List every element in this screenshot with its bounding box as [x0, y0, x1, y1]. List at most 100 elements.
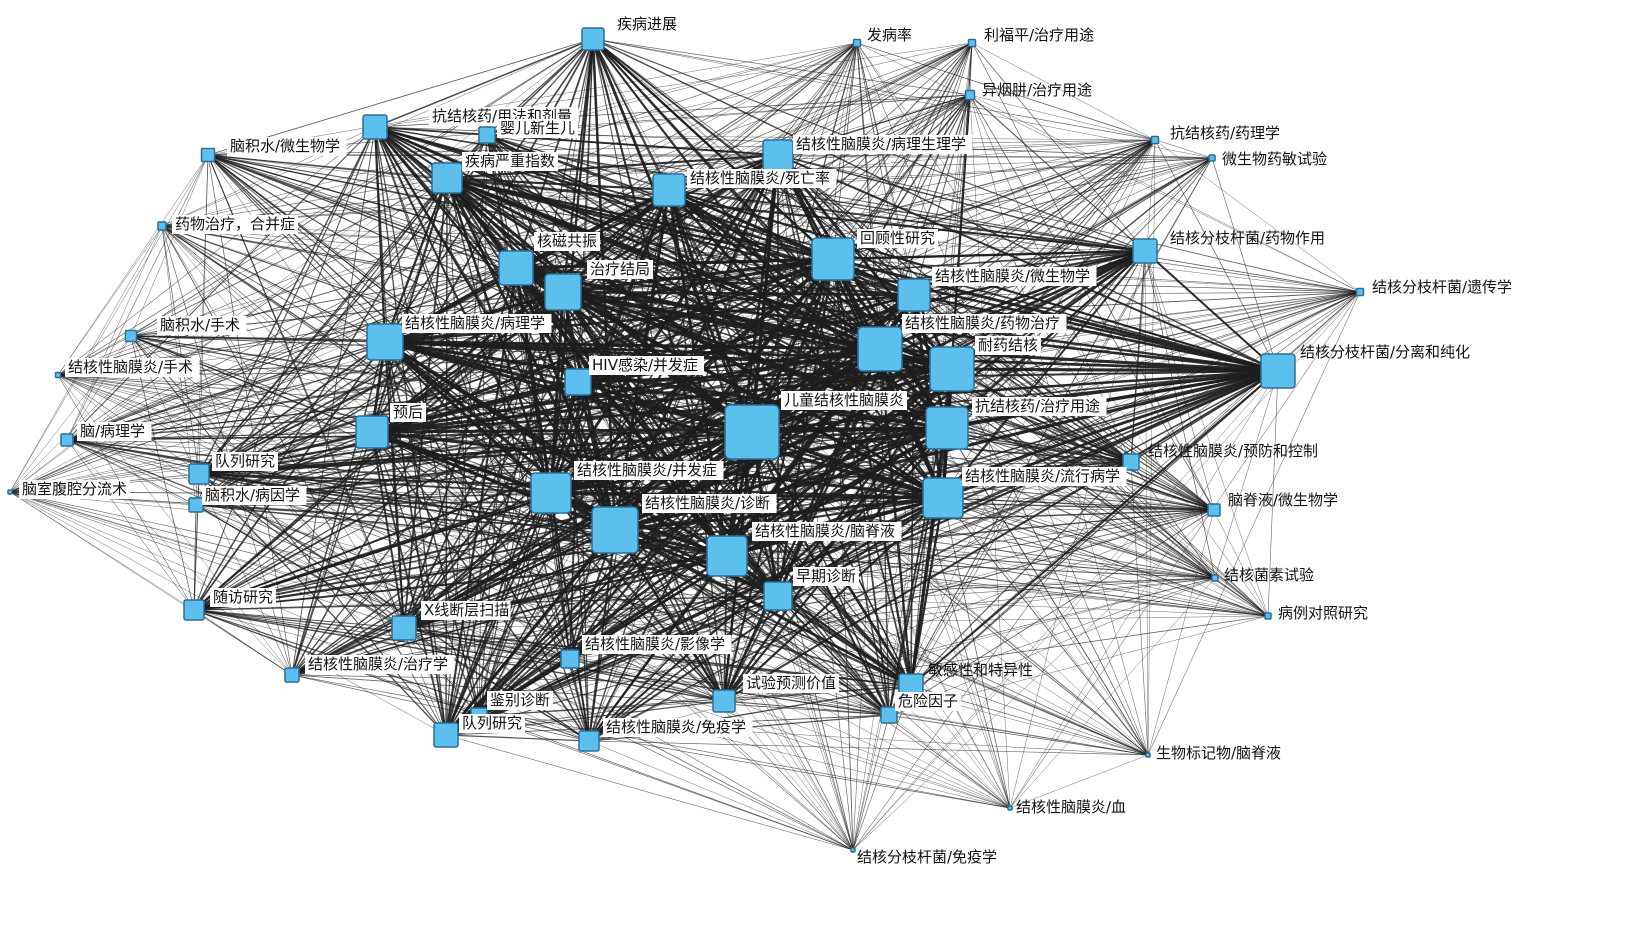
node-yexs	[478, 126, 496, 144]
node-jhfl	[1260, 353, 1296, 389]
edge-zqzd-wxyz	[777, 595, 890, 716]
node-nyjh	[929, 346, 975, 392]
node-blzd	[1264, 612, 1272, 620]
edge-nbl-jhzl	[66, 439, 293, 676]
edge-zqzd-blzd	[777, 595, 1269, 617]
edge-dlyj2-jhmy	[445, 734, 590, 742]
edge-jbzd-jhmyx	[478, 715, 854, 851]
edge-zqzd-jhmyx	[777, 595, 854, 851]
node-sfyj	[183, 599, 205, 621]
edge-mgx-jhmyx	[852, 685, 912, 851]
label-bg-ywzl	[172, 215, 298, 234]
node-yh	[355, 415, 389, 449]
edge-zljj-jbzd	[478, 291, 564, 717]
edge-sjyc-wxyz	[723, 700, 890, 716]
label-bg-jhws	[932, 267, 1097, 286]
edge-jhzl-jhxue	[291, 674, 1011, 809]
label-bg-jbyz	[462, 152, 558, 171]
edge-jhyf-njyws	[1130, 461, 1215, 511]
edge-sfyj-jhzl	[193, 609, 293, 676]
edge-sfyj-jhyx	[193, 609, 571, 660]
edge-jhnjy-jhjs	[726, 555, 1216, 579]
edge-njswsw-dlyj	[198, 154, 209, 475]
edge-nyjh-njyws	[951, 368, 1215, 511]
edge-sjyc-jbzd	[478, 700, 725, 717]
edge-jbyz-njsss	[130, 177, 448, 337]
edge-jhss-kjhzl	[57, 374, 948, 429]
label-bg-njsby	[202, 486, 307, 505]
label-xsm: X线断层扫描	[424, 601, 509, 619]
edge-yyj-njyws	[969, 94, 1215, 511]
edge-jhnjy-wxyz	[726, 555, 890, 716]
label-bg-jbzd	[487, 691, 553, 710]
edge-jbjz-jhyf	[592, 38, 1132, 463]
label-jhmyx: 结核分枝杆菌/免疫学	[857, 848, 997, 866]
label-bg-zqzd	[793, 567, 859, 586]
edge-yyj-jbzd	[478, 94, 971, 717]
labels-layer: 疾病进展发病率利福平/治疗用途异烟肼/治疗用途抗结核药/用法和剂量婴儿新生儿脑积…	[19, 15, 1512, 866]
edge-jbjz-jhbll	[384, 38, 594, 343]
edge-jbzd-jhxue	[478, 715, 1011, 809]
edge-njswsw-jhzl	[207, 154, 293, 676]
edge-jhlx-jhzd	[613, 496, 945, 532]
edge-yyj-kjhyl	[969, 94, 1156, 141]
label-sjyc: 试验预测价值	[746, 674, 836, 692]
edge-zqzd-sjyc	[723, 595, 779, 702]
edge-njswsw-njsss	[130, 154, 209, 337]
label-jhzd: 结核性脑膜炎/诊断	[645, 494, 770, 512]
node-hcgz	[498, 250, 534, 286]
label-yyj: 异烟肼/治疗用途	[982, 81, 1092, 99]
edge-jhfzy-jhxue	[1009, 250, 1146, 809]
label-bg-jhnjy	[752, 522, 902, 541]
edge-nsfl-jhyx	[9, 491, 571, 660]
node-wxyz	[880, 706, 898, 724]
edge-fbl-zljj	[562, 42, 858, 293]
edge-xsm-jhmy	[403, 627, 590, 742]
edge-jhsw-nbl	[66, 189, 670, 441]
edge-ywzl-xsm	[161, 225, 405, 629]
node-xsm	[391, 615, 417, 641]
edge-sfyj-swbj	[193, 609, 1149, 756]
label-jhjs: 结核菌素试验	[1224, 566, 1314, 584]
edge-jhfl-jhjs	[1214, 370, 1279, 579]
edge-nbl-jhyf	[66, 439, 1132, 463]
edge-jbjz-kjhyl	[592, 38, 1156, 141]
label-kjhyl: 抗结核药/药理学	[1170, 124, 1280, 142]
label-ywzl: 药物治疗，合并症	[175, 215, 295, 233]
node-yyj	[964, 89, 976, 101]
node-jhyf	[1122, 453, 1140, 471]
label-bg-sfyj	[210, 588, 276, 607]
edge-jhnjy-sjyc	[723, 555, 728, 702]
node-dlyj2	[433, 722, 459, 748]
edge-nyjh-zqzd	[776, 367, 954, 598]
edge-njswsw-jhss	[57, 154, 209, 376]
edge-jhmy-jhmyx	[588, 740, 854, 851]
label-bg-zljj	[587, 260, 653, 279]
label-kjhzl: 抗结核药/治疗用途	[975, 397, 1100, 415]
edge-sfyj-xsm	[193, 609, 405, 629]
node-swbj	[1145, 752, 1151, 758]
edge-njswsw-nsfl	[9, 154, 209, 493]
node-zljj	[544, 273, 582, 311]
edge-nsfl-mgx	[9, 491, 912, 687]
edge-nyjh-nbl	[66, 368, 953, 441]
edge-jhzd-wxyz	[614, 529, 890, 716]
label-njyws: 脑脊液/微生物学	[1228, 491, 1338, 509]
label-etjh: 儿童结核性脑膜炎	[784, 391, 904, 409]
node-jhyx	[560, 649, 580, 669]
node-jhws	[897, 278, 931, 312]
label-jhfzy: 结核分枝杆菌/药物作用	[1170, 229, 1325, 247]
edge-yyj-zljj	[562, 94, 971, 293]
edge-jhws-jhbll	[383, 293, 916, 344]
edge-hgyj-xsm	[402, 257, 835, 630]
edge-jhyx-swbj	[569, 658, 1149, 756]
edge-kjhzl-yh	[370, 426, 949, 434]
edge-jhfl-jhmyx	[852, 370, 1279, 851]
edge-jbjz-njswsw	[207, 38, 594, 156]
label-nbl: 脑/病理学	[80, 422, 145, 440]
edge-kjhyyf-hgyj	[373, 125, 835, 261]
node-dlyj	[188, 463, 210, 485]
edge-wxyz-jhxue	[888, 714, 1011, 809]
edge-jhbll-jhyw	[383, 340, 882, 351]
edge-yexs-jhbl	[486, 134, 779, 156]
